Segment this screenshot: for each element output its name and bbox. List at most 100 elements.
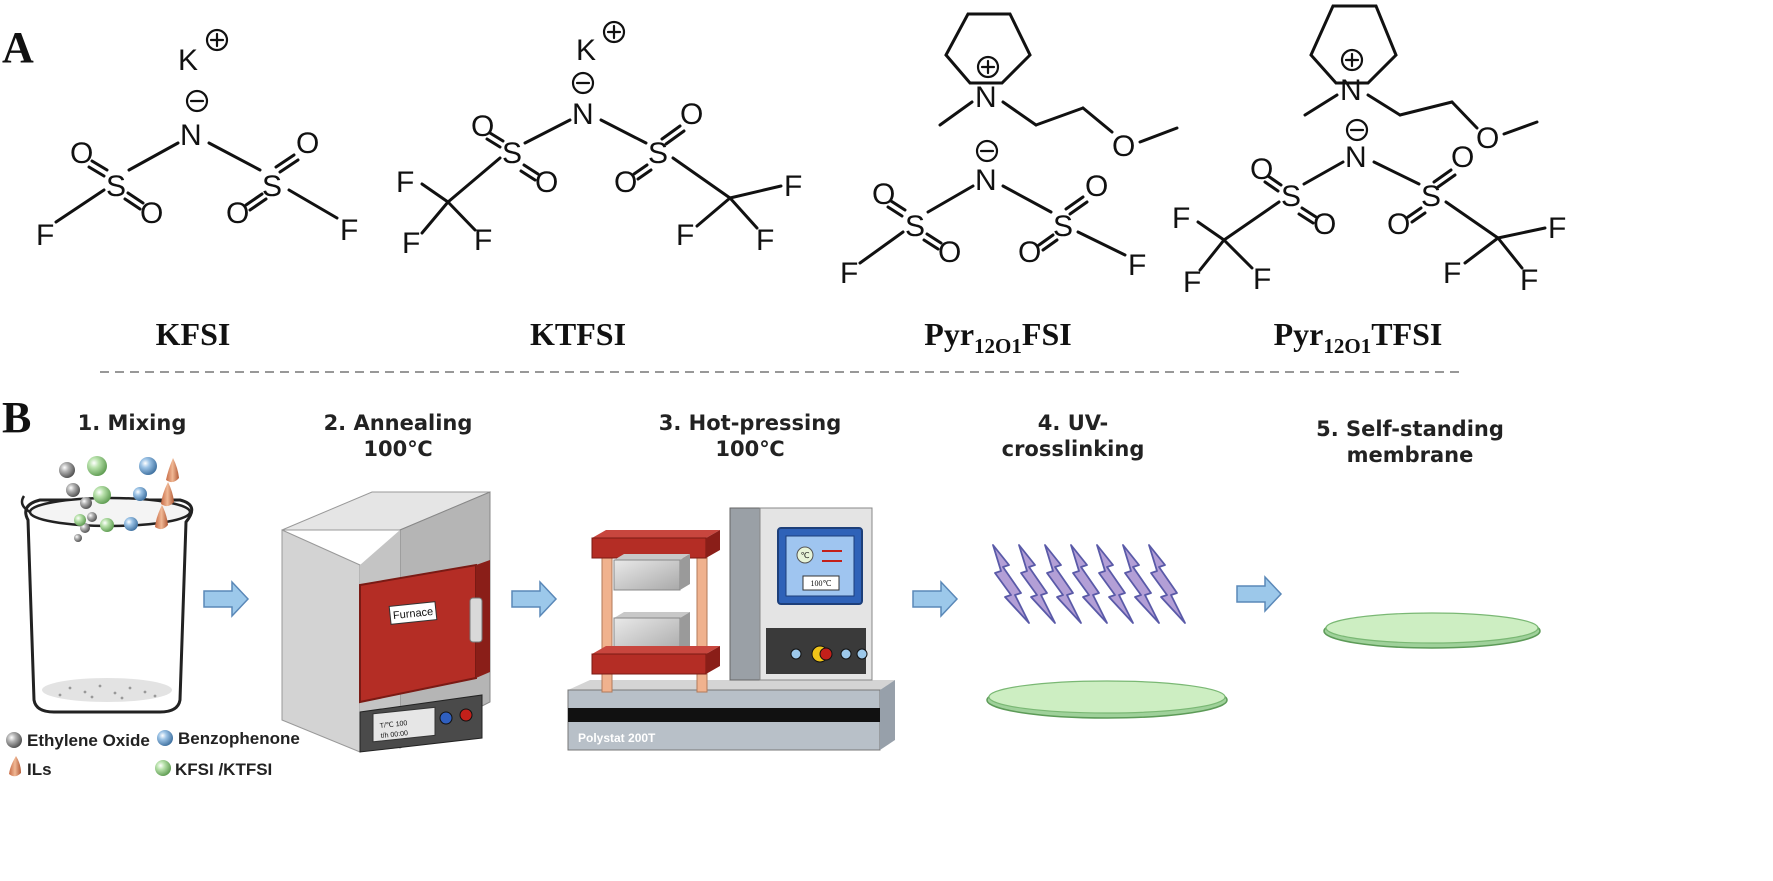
panel-a-label: A [2,23,34,72]
f-atom: F [1172,202,1190,235]
n-atom: N [572,98,594,131]
s-atom: S [106,170,126,203]
f-atom: F [756,224,774,257]
o-atom: O [938,236,961,269]
f-atom: F [1520,264,1538,297]
arrow-icon [1236,575,1283,613]
n-atom: N [1340,74,1362,107]
o-atom: O [471,110,494,143]
o-atom: O [535,166,558,199]
f-atom: F [784,170,802,203]
furnace-label: Furnace [392,606,433,622]
f-atom: F [340,214,358,247]
positive-charge-icon [205,28,229,52]
o-atom: O [1112,130,1135,163]
s-atom: S [262,170,282,203]
f-atom: F [1548,212,1566,245]
beaker-icon [20,495,194,714]
negative-charge-icon [1345,118,1369,142]
hot-press-icon: Polystat 200T [567,507,895,751]
uv-bolt [1044,544,1082,624]
step-1-title: 1. Mixing [78,411,187,435]
compound-name-ktfsi: KTFSI [530,316,626,352]
uv-bolt [1148,544,1186,624]
legend-label: Benzophenone [178,729,300,748]
k-atom: K [178,44,198,77]
negative-charge-icon [185,89,209,113]
legend-swatch-ils [9,756,21,777]
f-atom: F [474,224,492,257]
arrow-icon [511,580,558,618]
kfsi-structure: K N S S O O O O F F [36,28,358,252]
o-atom: O [1085,170,1108,203]
k-atom: K [576,34,596,67]
f-atom: F [36,219,54,252]
step-4-subtitle: crosslinking [1002,437,1145,461]
press-label: Polystat 200T [578,731,656,745]
f-atom: F [1128,249,1146,282]
o-atom: O [1387,208,1410,241]
ktfsi-structure: K N S S O O O O F F F F F F [396,20,802,260]
press-screen-unit: ℃ [801,551,810,560]
s-atom: S [502,137,522,170]
o-atom: O [1313,208,1336,241]
step-2-title: 2. Annealing [324,411,473,435]
legend: Ethylene Oxide Benzophenone ILs KFSI /KT… [6,729,300,779]
o-atom: O [872,178,895,211]
step-3-temperature: 100℃ [715,437,784,461]
furnace-panel-temp: T/℃ 100 [379,720,407,730]
uv-bolt [1122,544,1160,624]
compound-name-pyr12o1fsi: Pyr12O1FSI [924,316,1071,358]
n-atom: N [975,164,997,197]
o-atom: O [296,127,319,160]
o-atom: O [70,137,93,170]
f-atom: F [1443,257,1461,290]
s-atom: S [1053,210,1073,243]
uv-bolt [1070,544,1108,624]
uv-bolt [1096,544,1134,624]
arrow-icon [912,580,959,618]
f-atom: F [676,219,694,252]
negative-charge-icon [975,139,999,163]
o-atom: O [1250,153,1273,186]
step-5-title: 5. Self-standing [1316,417,1504,441]
o-atom: O [140,197,163,230]
uv-bolt [1018,544,1056,624]
positive-charge-icon [1340,48,1364,72]
legend-label: ILs [27,760,52,779]
pyr12o1tfsi-structure: N O N S S O O O O F F F F F F [1172,4,1566,299]
compound-name-pyr12o1tfsi: Pyr12O1TFSI [1274,316,1443,358]
negative-charge-icon [571,71,595,95]
self-standing-membrane [1323,612,1541,649]
f-atom: F [396,166,414,199]
o-atom: O [1451,141,1474,174]
panel-b-label: B [2,393,31,442]
o-atom: O [1018,236,1041,269]
legend-label: KFSI /KTFSI [175,760,272,779]
o-atom: O [680,98,703,131]
pyr12o1fsi-structure: N O N S S O O O O F F [840,12,1179,290]
legend-swatch-benzophenone [157,730,173,746]
step-5-subtitle: membrane [1347,443,1474,467]
positive-charge-icon [602,20,626,44]
furnace-panel-time: t/h 00:00 [380,730,408,740]
positive-charge-icon [976,55,1000,79]
f-atom: F [1183,266,1201,299]
o-atom: O [614,166,637,199]
legend-label: Ethylene Oxide [27,731,150,750]
uv-bolt [992,544,1030,624]
n-atom: N [1345,141,1367,174]
s-atom: S [905,210,925,243]
s-atom: S [648,137,668,170]
f-atom: F [402,227,420,260]
o-atom: O [226,197,249,230]
f-atom: F [1253,263,1271,296]
step-3-title: 3. Hot-pressing [659,411,841,435]
furnace-label-box: Furnace [388,601,438,625]
step-2-temperature: 100℃ [363,437,432,461]
arrow-icon [203,580,250,618]
f-atom: F [840,257,858,290]
s-atom: S [1421,180,1441,213]
press-screen-temperature: 100℃ [811,579,832,588]
